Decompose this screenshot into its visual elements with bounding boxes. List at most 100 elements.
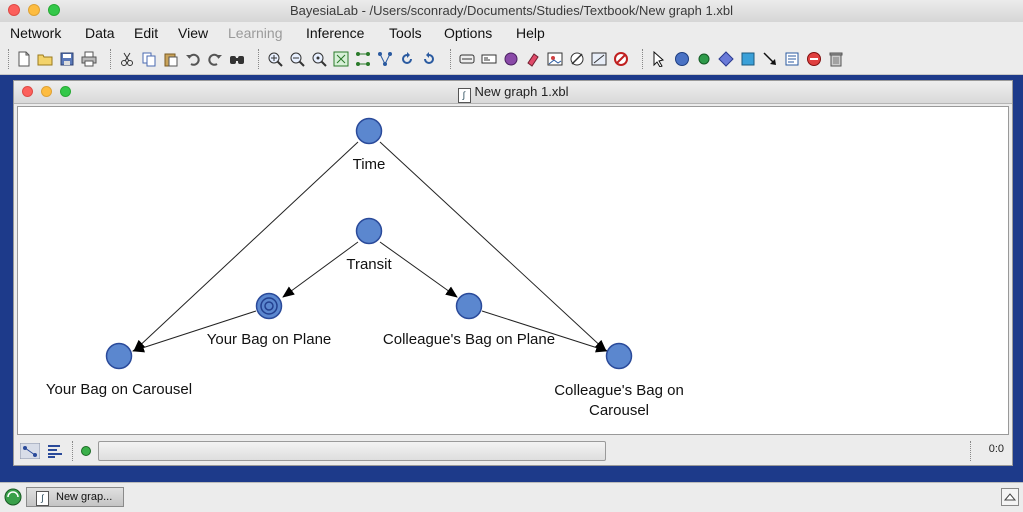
graph-drawing <box>105 117 633 370</box>
note-tool-icon[interactable] <box>784 51 800 67</box>
open-icon[interactable] <box>37 51 53 67</box>
arc-colleague-plane-colleague-carousel[interactable] <box>481 310 608 353</box>
graph-canvas[interactable]: Time Transit Your Bag on Plane Colleague… <box>17 106 1009 435</box>
zoom-window-button[interactable] <box>48 4 60 16</box>
toolbar-separator <box>110 49 113 69</box>
image-icon[interactable] <box>547 51 563 67</box>
select-pointer-icon[interactable] <box>651 51 667 67</box>
node-label-line: Colleague's Bag on <box>554 382 684 399</box>
document-icon: ∫ <box>457 88 471 103</box>
menu-tools[interactable]: Tools <box>389 25 422 41</box>
cut-icon[interactable] <box>119 51 135 67</box>
decision-node-icon[interactable] <box>718 51 734 67</box>
fit-icon[interactable] <box>333 51 349 67</box>
toolbar-separator <box>258 49 261 69</box>
graph-mode-icon[interactable] <box>20 443 40 459</box>
graph-window: ∫New graph 1.xbl T <box>13 80 1013 466</box>
delete-filter-icon[interactable] <box>613 51 629 67</box>
eraser-icon[interactable] <box>525 51 541 67</box>
node-label-colleague-bag-on-plane: Colleague's Bag on Plane <box>382 331 556 348</box>
zoom-in-icon[interactable] <box>267 51 283 67</box>
rotate-left-icon[interactable] <box>399 51 415 67</box>
bayesialab-logo-icon[interactable] <box>4 488 22 506</box>
task-new-graph[interactable]: ∫ New grap... <box>26 487 124 507</box>
menu-data[interactable]: Data <box>85 25 115 41</box>
node-time[interactable] <box>355 117 383 145</box>
zoom-out-icon[interactable] <box>289 51 305 67</box>
close-window-button[interactable] <box>8 4 20 16</box>
node-your-bag-on-plane[interactable] <box>255 292 283 320</box>
node-label-time: Time <box>352 156 386 173</box>
comment-icon[interactable] <box>591 51 607 67</box>
node-your-bag-on-carousel[interactable] <box>105 342 133 370</box>
stop-icon[interactable] <box>806 51 822 67</box>
zoom-graph-button[interactable] <box>60 86 71 97</box>
window-controls <box>8 4 60 16</box>
rotate-right-icon[interactable] <box>421 51 437 67</box>
arc-transit-colleague-plane[interactable] <box>379 241 458 298</box>
toolbar-separator <box>642 49 645 69</box>
main-toolbar <box>0 44 1023 75</box>
save-icon[interactable] <box>59 51 75 67</box>
toolbar-separator <box>450 49 453 69</box>
display-arc-icon[interactable] <box>481 51 497 67</box>
validation-mode-icon[interactable] <box>46 443 64 459</box>
node-tool-icon[interactable] <box>674 51 690 67</box>
status-coordinates: 0:0 <box>988 443 1004 455</box>
new-icon[interactable] <box>16 51 32 67</box>
node-label-transit: Transit <box>346 256 392 273</box>
copy-icon[interactable] <box>141 51 157 67</box>
layout-alt-icon[interactable] <box>377 51 393 67</box>
arc-your-plane-your-carousel[interactable] <box>132 310 257 353</box>
close-graph-button[interactable] <box>22 86 33 97</box>
minimize-window-button[interactable] <box>28 4 40 16</box>
node-colleague-bag-on-carousel[interactable] <box>605 342 633 370</box>
layout-icon[interactable] <box>355 51 371 67</box>
graph-window-title-text: New graph 1.xbl <box>474 84 569 99</box>
display-monitor-icon[interactable] <box>459 51 475 67</box>
menu-inference[interactable]: Inference <box>306 25 365 41</box>
graph-statusbar: 0:0 <box>14 437 1012 465</box>
bottom-taskbar: ∫ New grap... <box>0 482 1023 512</box>
menu-help[interactable]: Help <box>516 25 545 41</box>
progress-bar <box>98 441 606 461</box>
arc-transit-your-plane[interactable] <box>282 241 359 298</box>
zoom-default-icon[interactable] <box>311 51 327 67</box>
statusbar-separator <box>72 441 73 461</box>
arc-time-colleague-carousel[interactable] <box>379 141 607 352</box>
utility-node-icon[interactable] <box>740 51 756 67</box>
menu-network[interactable]: Network <box>10 25 62 41</box>
arc-time-your-carousel[interactable] <box>133 141 359 352</box>
undo-icon[interactable] <box>185 51 201 67</box>
minimize-graph-button[interactable] <box>41 86 52 97</box>
paste-icon[interactable] <box>163 51 179 67</box>
trash-icon[interactable] <box>828 51 844 67</box>
graph-window-controls <box>22 86 71 97</box>
status-indicator-icon <box>81 446 91 456</box>
print-icon[interactable] <box>81 51 97 67</box>
graph-window-titlebar: ∫New graph 1.xbl <box>14 81 1012 104</box>
menu-bar: Network Data Edit View Learning Inferenc… <box>0 22 1023 44</box>
toolbar-separator <box>8 49 11 69</box>
find-icon[interactable] <box>229 51 245 67</box>
redo-icon[interactable] <box>207 51 223 67</box>
node-color-icon[interactable] <box>503 51 519 67</box>
task-label: New grap... <box>56 491 113 503</box>
menu-edit[interactable]: Edit <box>134 25 159 41</box>
menu-learning: Learning <box>228 25 283 41</box>
graph-window-title: ∫New graph 1.xbl <box>14 84 1012 103</box>
node-colleague-bag-on-plane[interactable] <box>455 292 483 320</box>
constraint-node-icon[interactable] <box>696 51 712 67</box>
node-transit[interactable] <box>355 217 383 245</box>
statusbar-separator <box>970 441 971 461</box>
node-label-your-bag-on-plane: Your Bag on Plane <box>206 331 332 348</box>
document-icon: ∫ <box>36 491 49 506</box>
arc-tool-icon[interactable] <box>762 51 778 67</box>
node-label-your-bag-on-carousel: Your Bag on Carousel <box>45 381 193 398</box>
hide-icon[interactable] <box>569 51 585 67</box>
menu-options[interactable]: Options <box>444 25 493 41</box>
window-titlebar: BayesiaLab - /Users/sconrady/Documents/S… <box>0 0 1023 23</box>
menu-view[interactable]: View <box>178 25 209 41</box>
expand-up-icon[interactable] <box>1001 488 1019 506</box>
